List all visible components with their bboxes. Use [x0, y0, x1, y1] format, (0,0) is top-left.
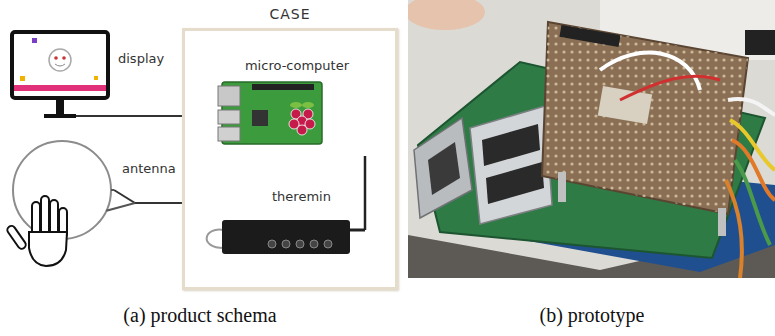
monitor-neck [56, 98, 64, 114]
finger [408, 0, 485, 30]
pi-chip [252, 110, 268, 126]
black-part [745, 30, 775, 55]
ethernet-opening [428, 142, 460, 195]
theremin-knob [310, 240, 318, 248]
theremin-knob [282, 240, 290, 248]
antenna-plate: antenna [10, 138, 114, 242]
theremin-knob [296, 240, 304, 248]
node-label: micro-computer [222, 58, 372, 74]
pi-gpio [252, 84, 314, 90]
antenna-plate [13, 141, 111, 239]
proto-board [542, 22, 748, 214]
node-illustration [10, 138, 114, 242]
standoff [558, 172, 566, 202]
screen-logo [49, 49, 71, 71]
usb-slot [486, 162, 544, 204]
node-illustration [10, 30, 110, 125]
wire [728, 99, 775, 115]
hand-finger [41, 196, 49, 236]
photo-content [408, 0, 775, 278]
theremin-body [222, 220, 350, 254]
wire [600, 53, 700, 90]
antenna-rod [364, 156, 367, 230]
antenna-mount [350, 229, 365, 232]
logo-eye [62, 56, 66, 60]
hand-finger [50, 200, 58, 236]
header-connector [559, 25, 620, 47]
case-box: CASEmicro-computertheremin [182, 28, 398, 290]
pi-usb [218, 110, 240, 124]
node-label: antenna [122, 161, 176, 177]
monitor-base [44, 114, 76, 118]
theremin-knob [324, 240, 332, 248]
wire [732, 140, 775, 200]
subfigure-caption: (a) product schema [123, 303, 276, 327]
hand-palm [29, 232, 67, 266]
photo-background [408, 0, 775, 278]
solder-pads [542, 22, 748, 214]
chip [598, 86, 652, 124]
cable-line [114, 190, 182, 203]
micro-computer-box: micro-computer [222, 58, 372, 153]
hand-icon [6, 196, 67, 266]
cable-line [110, 115, 182, 117]
node-label: theremin [272, 189, 331, 205]
caption-holder: (b) prototype [540, 303, 645, 327]
node-label: CASE [185, 6, 395, 22]
theremin-knob [268, 240, 276, 248]
wire [726, 180, 742, 278]
node-label: display [118, 51, 164, 67]
ethernet-jack [414, 118, 472, 218]
usb-ports [470, 106, 552, 224]
logo-leaf [290, 102, 302, 108]
standoff [718, 208, 726, 236]
screen-bar [14, 85, 106, 91]
logo-berry [297, 125, 307, 135]
hand-finger [32, 202, 40, 236]
pi-usb [218, 127, 240, 141]
theremin-box: theremin [202, 186, 378, 286]
pi-ethernet [218, 86, 240, 106]
usb-slot [482, 124, 540, 166]
screen-icon [32, 38, 37, 43]
theremin-handle [207, 230, 224, 248]
antenna-tail [111, 189, 114, 191]
hand-thumb [6, 224, 27, 250]
screen-icon [20, 76, 25, 81]
caption-holder: (a) product schema [123, 303, 276, 327]
logo-eye [54, 56, 58, 60]
display-monitor: display [10, 30, 110, 125]
subfigure-caption: (b) prototype [540, 303, 645, 327]
antenna-tail [106, 203, 135, 211]
screen-icon [94, 76, 98, 80]
logo-leaf [302, 102, 314, 108]
logo-mouth [55, 64, 65, 66]
display-cable [76, 115, 110, 117]
monitor-screen [12, 32, 108, 98]
wire [620, 76, 720, 100]
